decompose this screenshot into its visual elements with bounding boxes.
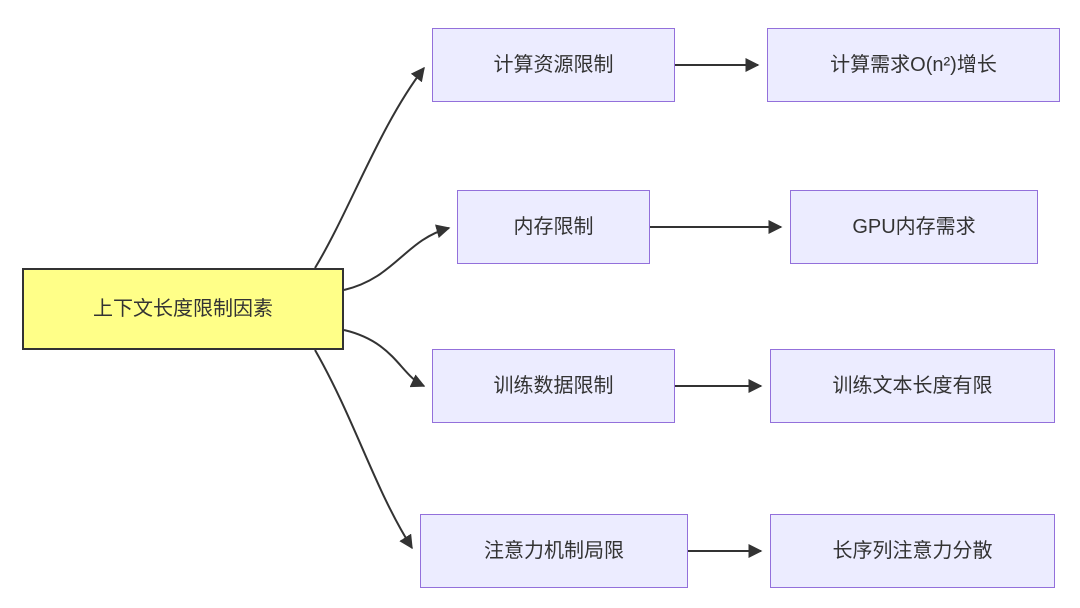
node-label: 训练数据限制: [493, 374, 614, 397]
edge-root-to-training-data-limit: [343, 329, 426, 388]
node-attention-mechanism-limit: 注意力机制局限: [420, 514, 688, 588]
node-long-sequence-attention-dispersion: 长序列注意力分散: [770, 514, 1055, 588]
node-label: 计算需求O(n²)增长: [830, 53, 997, 76]
edge-root-to-attention-limit: [314, 349, 413, 550]
node-training-data-limit: 训练数据限制: [432, 349, 675, 423]
node-gpu-memory-demand: GPU内存需求: [790, 190, 1038, 264]
node-context-length-limit-factors: 上下文长度限制因素: [22, 268, 344, 350]
node-label: 内存限制: [513, 215, 594, 238]
node-label: 上下文长度限制因素: [93, 297, 273, 320]
edge-root-to-compute-limit: [314, 66, 425, 269]
node-compute-resource-limit: 计算资源限制: [432, 28, 675, 102]
node-compute-demand-growth: 计算需求O(n²)增长: [767, 28, 1060, 102]
node-label: GPU内存需求: [852, 215, 976, 238]
node-label: 长序列注意力分散: [832, 539, 993, 562]
node-label: 注意力机制局限: [484, 539, 624, 562]
node-label: 训练文本长度有限: [832, 374, 993, 397]
node-training-text-length-limited: 训练文本长度有限: [770, 349, 1055, 423]
edge-root-to-memory-limit: [343, 224, 451, 291]
node-label: 计算资源限制: [493, 53, 614, 76]
node-memory-limit: 内存限制: [457, 190, 650, 264]
